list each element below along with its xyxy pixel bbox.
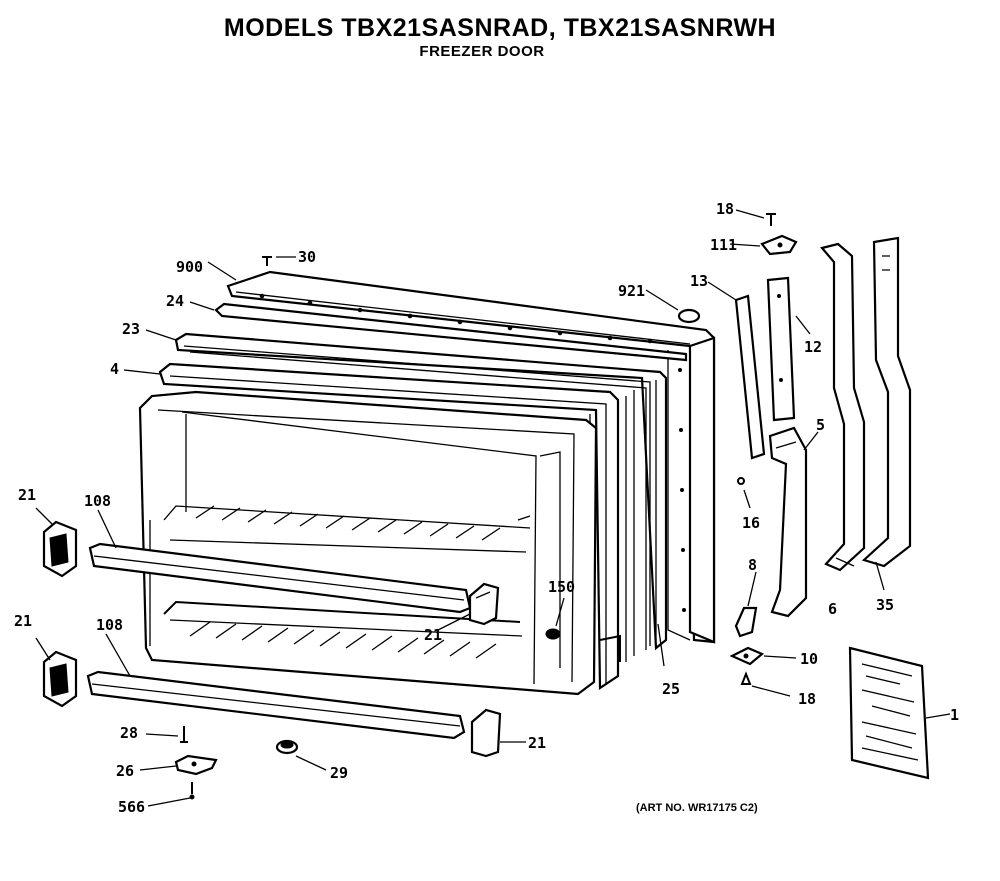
- part-18-screw-bottom: [740, 671, 752, 685]
- callout-21-left-upper: 21: [18, 486, 36, 504]
- part-111-hinge-plate: [760, 234, 798, 256]
- part-18-screw-top: [766, 213, 776, 226]
- callout-28: 28: [120, 724, 138, 742]
- leader-lines: [35, 209, 951, 807]
- callout-30: 30: [298, 248, 316, 266]
- callout-4: 4: [110, 360, 119, 378]
- callout-108-lower: 108: [96, 616, 123, 634]
- callout-21-left-lower: 21: [14, 612, 32, 630]
- callout-25: 25: [662, 680, 680, 698]
- callout-921: 921: [618, 282, 645, 300]
- end-cap-right-lower: [470, 708, 502, 758]
- part-1-instruction-card: [848, 646, 930, 780]
- door-gasket-frames: [174, 332, 668, 662]
- callout-24: 24: [166, 292, 184, 310]
- callout-5: 5: [816, 416, 825, 434]
- part-8-hinge-block: [734, 606, 758, 638]
- callout-6: 6: [828, 600, 837, 618]
- door-shelf-bar-lower: [86, 670, 466, 740]
- callout-26: 26: [116, 762, 134, 780]
- part-28-screw: [180, 726, 188, 743]
- callout-13: 13: [690, 272, 708, 290]
- callout-18-bottom: 18: [798, 690, 816, 708]
- part-6-hinge-arm: [820, 242, 866, 572]
- callout-150: 150: [548, 578, 575, 596]
- callout-16: 16: [742, 514, 760, 532]
- page-subtitle: FREEZER DOOR: [419, 43, 545, 60]
- part-566-screw: [189, 782, 195, 800]
- part-12-trim: [766, 276, 796, 422]
- part-35-hinge-arm: [861, 236, 912, 568]
- outer-door-panel: [226, 270, 716, 644]
- part-30-screw: [262, 256, 272, 266]
- callout-900: 900: [176, 258, 203, 276]
- callout-111: 111: [710, 236, 737, 254]
- part-150-clip: [545, 628, 561, 640]
- callout-29: 29: [330, 764, 348, 782]
- part-10-shim: [729, 646, 765, 666]
- door-insulation-strip: [214, 302, 688, 362]
- part-29-plug: [275, 739, 299, 755]
- part-13-handle: [734, 294, 766, 460]
- callout-21-right-upper: 21: [424, 626, 442, 644]
- callout-21-right-lower: 21: [528, 734, 546, 752]
- part-5-handle-bracket: [768, 426, 808, 618]
- callout-566: 566: [118, 798, 145, 816]
- callout-35: 35: [876, 596, 894, 614]
- end-cap-left-lower: [42, 650, 78, 708]
- part-16-screw: [737, 477, 745, 485]
- callout-18-top: 18: [716, 200, 734, 218]
- callout-labels: 900 30 24 23 4 921 18 111 13 12 5 16 6 3…: [14, 200, 959, 816]
- page-title: MODELS TBX21SASNRAD, TBX21SASNRWH: [223, 14, 777, 42]
- callout-8: 8: [748, 556, 757, 574]
- end-cap-left-upper: [42, 520, 78, 578]
- callout-108-upper: 108: [84, 492, 111, 510]
- callout-23: 23: [122, 320, 140, 338]
- art-number: (ART NO. WR17175 C2): [636, 802, 758, 814]
- callout-12: 12: [804, 338, 822, 356]
- callout-10: 10: [800, 650, 818, 668]
- part-26-bracket: [174, 754, 218, 776]
- callout-1: 1: [950, 706, 959, 724]
- end-cap-right-upper: [468, 582, 500, 626]
- door-shelf-body: [138, 390, 598, 696]
